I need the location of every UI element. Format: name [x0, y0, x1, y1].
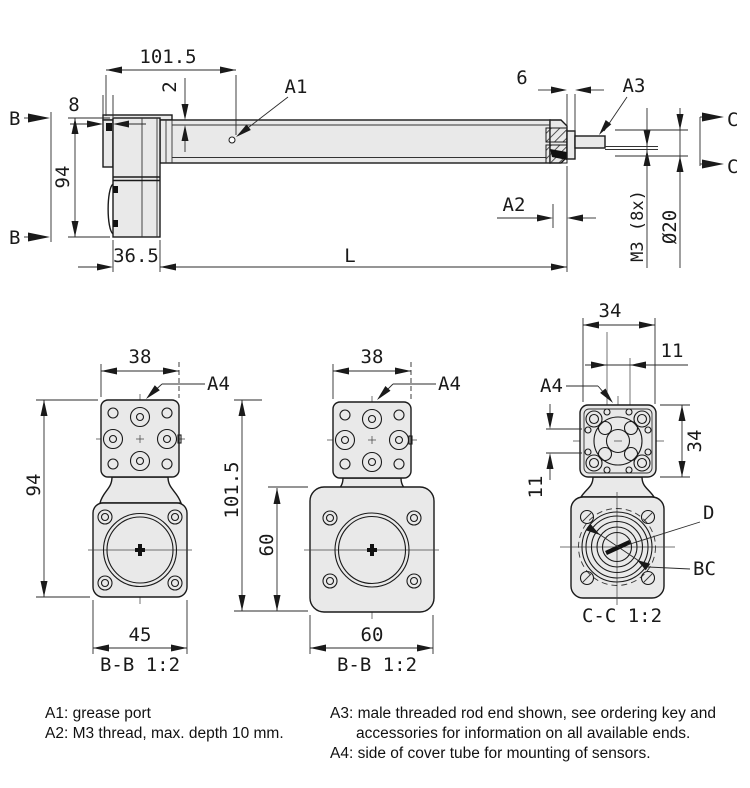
- dim-label: 2: [159, 81, 181, 92]
- section-label-b-top: B: [9, 108, 20, 130]
- motor-can-arc: [107, 183, 114, 235]
- side-notch: [177, 434, 182, 444]
- dim-8: 8: [68, 94, 146, 130]
- section-cc-view: [560, 332, 675, 605]
- connector-block: [113, 186, 118, 193]
- trunk: [99, 476, 182, 504]
- label-a3-leader: A3: [599, 75, 645, 135]
- note-a3-line2: accessories for information on all avail…: [356, 725, 690, 742]
- note-a3-line1: A3: male threaded rod end shown, see ord…: [330, 705, 716, 722]
- notes-block: A1: grease port A2: M3 thread, max. dept…: [45, 705, 716, 762]
- nut-section-hatch: [545, 127, 568, 143]
- dim-label: 94: [52, 166, 74, 189]
- seal-wedge: [550, 149, 567, 160]
- dim-label: 11: [525, 476, 547, 499]
- cover-tube: [159, 119, 551, 164]
- callout-a4: A4: [438, 373, 461, 395]
- connector-block: [113, 220, 118, 227]
- callout-a1: A1: [285, 76, 308, 98]
- dim-label: 101.5: [221, 461, 243, 518]
- dim-label: 34: [599, 300, 622, 322]
- dim-label: 38: [361, 346, 384, 368]
- section-label-c-bottom: C: [727, 156, 738, 178]
- top-view-actuator: [102, 114, 658, 238]
- dim-94-top: 94: [52, 117, 110, 238]
- callout-a2: A2: [503, 194, 526, 216]
- note-a4: A4: side of cover tube for mounting of s…: [330, 745, 651, 762]
- connector-block: [106, 123, 112, 131]
- dim-label: 11: [661, 340, 684, 362]
- bolt-circle-dashed: [578, 508, 656, 586]
- callout-bc: BC: [693, 558, 716, 580]
- callout-d: D: [703, 502, 714, 524]
- dim-6: 6: [516, 67, 604, 134]
- dim-label: 34: [684, 430, 706, 453]
- dim-label: 60: [256, 534, 278, 557]
- note-a2: A2: M3 thread, max. depth 10 mm.: [45, 725, 284, 742]
- rod-collar: [566, 130, 576, 160]
- threaded-rod-end: [574, 135, 606, 149]
- callout-a4: A4: [207, 373, 230, 395]
- dim-label: 38: [129, 346, 152, 368]
- dim-label: 101.5: [139, 46, 196, 68]
- dim-length-l: L: [160, 166, 568, 272]
- section-caption: B-B 1:2: [337, 654, 417, 676]
- dim-101-5-top: 101.5: [105, 46, 237, 135]
- section-label-c-top: C: [727, 109, 738, 131]
- dim-2: 2: [159, 78, 189, 152]
- dim-label: Ø20: [659, 210, 681, 244]
- section-marker-b: B B: [9, 108, 52, 249]
- section-bb-60-view: [304, 396, 439, 619]
- label-a1-leader: A1: [236, 76, 307, 137]
- dim-label: L: [344, 245, 355, 267]
- side-notch: [408, 435, 413, 445]
- grease-port-hole: [228, 136, 236, 144]
- dim-label: 8: [68, 94, 79, 116]
- dims-bb-45: 38 A4 94 45 B-B 1:2: [23, 346, 230, 676]
- dim-m3-8x: M3 (8x): [628, 108, 651, 268]
- label-a2-leader: A2: [497, 194, 596, 228]
- section-label-b-bottom: B: [9, 227, 20, 249]
- section-bb-45-view: [88, 394, 192, 604]
- dim-label: M3 (8x): [628, 190, 648, 262]
- center-key: [135, 548, 145, 552]
- dim-label: 60: [361, 624, 384, 646]
- dim-36-5: 36.5: [78, 240, 161, 272]
- dims-cc: 34 11 A4 11 34 D BC C-C 1:2: [525, 300, 716, 627]
- center-key: [367, 548, 377, 552]
- callout-a4: A4: [540, 375, 563, 397]
- dim-label: 94: [23, 474, 45, 497]
- note-a1: A1: grease port: [45, 705, 152, 722]
- callout-a3: A3: [623, 75, 646, 97]
- dim-label: 6: [516, 67, 527, 89]
- dim-label: 36.5: [113, 245, 159, 267]
- section-marker-c: C C: [699, 109, 738, 178]
- dim-label: 45: [129, 624, 152, 646]
- dim-diameter-20: Ø20: [615, 108, 688, 268]
- d-diameter-bar: [605, 539, 631, 556]
- section-caption: C-C 1:2: [582, 605, 662, 627]
- trunk: [579, 476, 656, 498]
- dims-bb-60: 38 A4 101.5 60 60 B-B 1:2: [221, 346, 461, 676]
- section-caption: B-B 1:2: [100, 654, 180, 676]
